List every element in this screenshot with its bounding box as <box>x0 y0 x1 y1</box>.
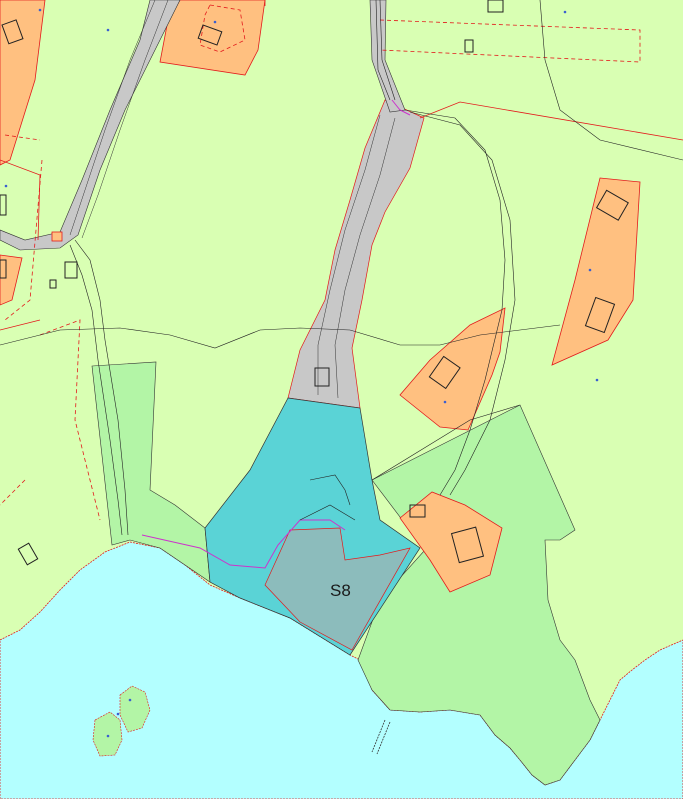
buildings <box>0 0 629 566</box>
special-zone-inner <box>264 527 411 651</box>
boundary-lines <box>0 0 683 536</box>
island-center <box>119 685 151 733</box>
residential-area-east-upper <box>551 177 641 366</box>
road-magenta <box>391 99 411 116</box>
island-west <box>92 711 123 757</box>
sea-area <box>0 541 683 799</box>
residential-area-top-center <box>159 0 266 76</box>
property-lines-solid <box>0 0 683 331</box>
small-building <box>51 231 63 242</box>
road-edges <box>69 0 396 399</box>
green-area-east <box>357 404 601 786</box>
residential-area-east-middle <box>399 307 506 431</box>
address-points <box>4 8 599 738</box>
zone-label-s8: S8 <box>330 581 351 600</box>
residential-area-top-left <box>0 0 46 166</box>
property-lines <box>0 4 641 521</box>
footpath-magenta <box>141 519 346 569</box>
pier <box>371 719 391 755</box>
road-area-northwest <box>0 0 181 251</box>
